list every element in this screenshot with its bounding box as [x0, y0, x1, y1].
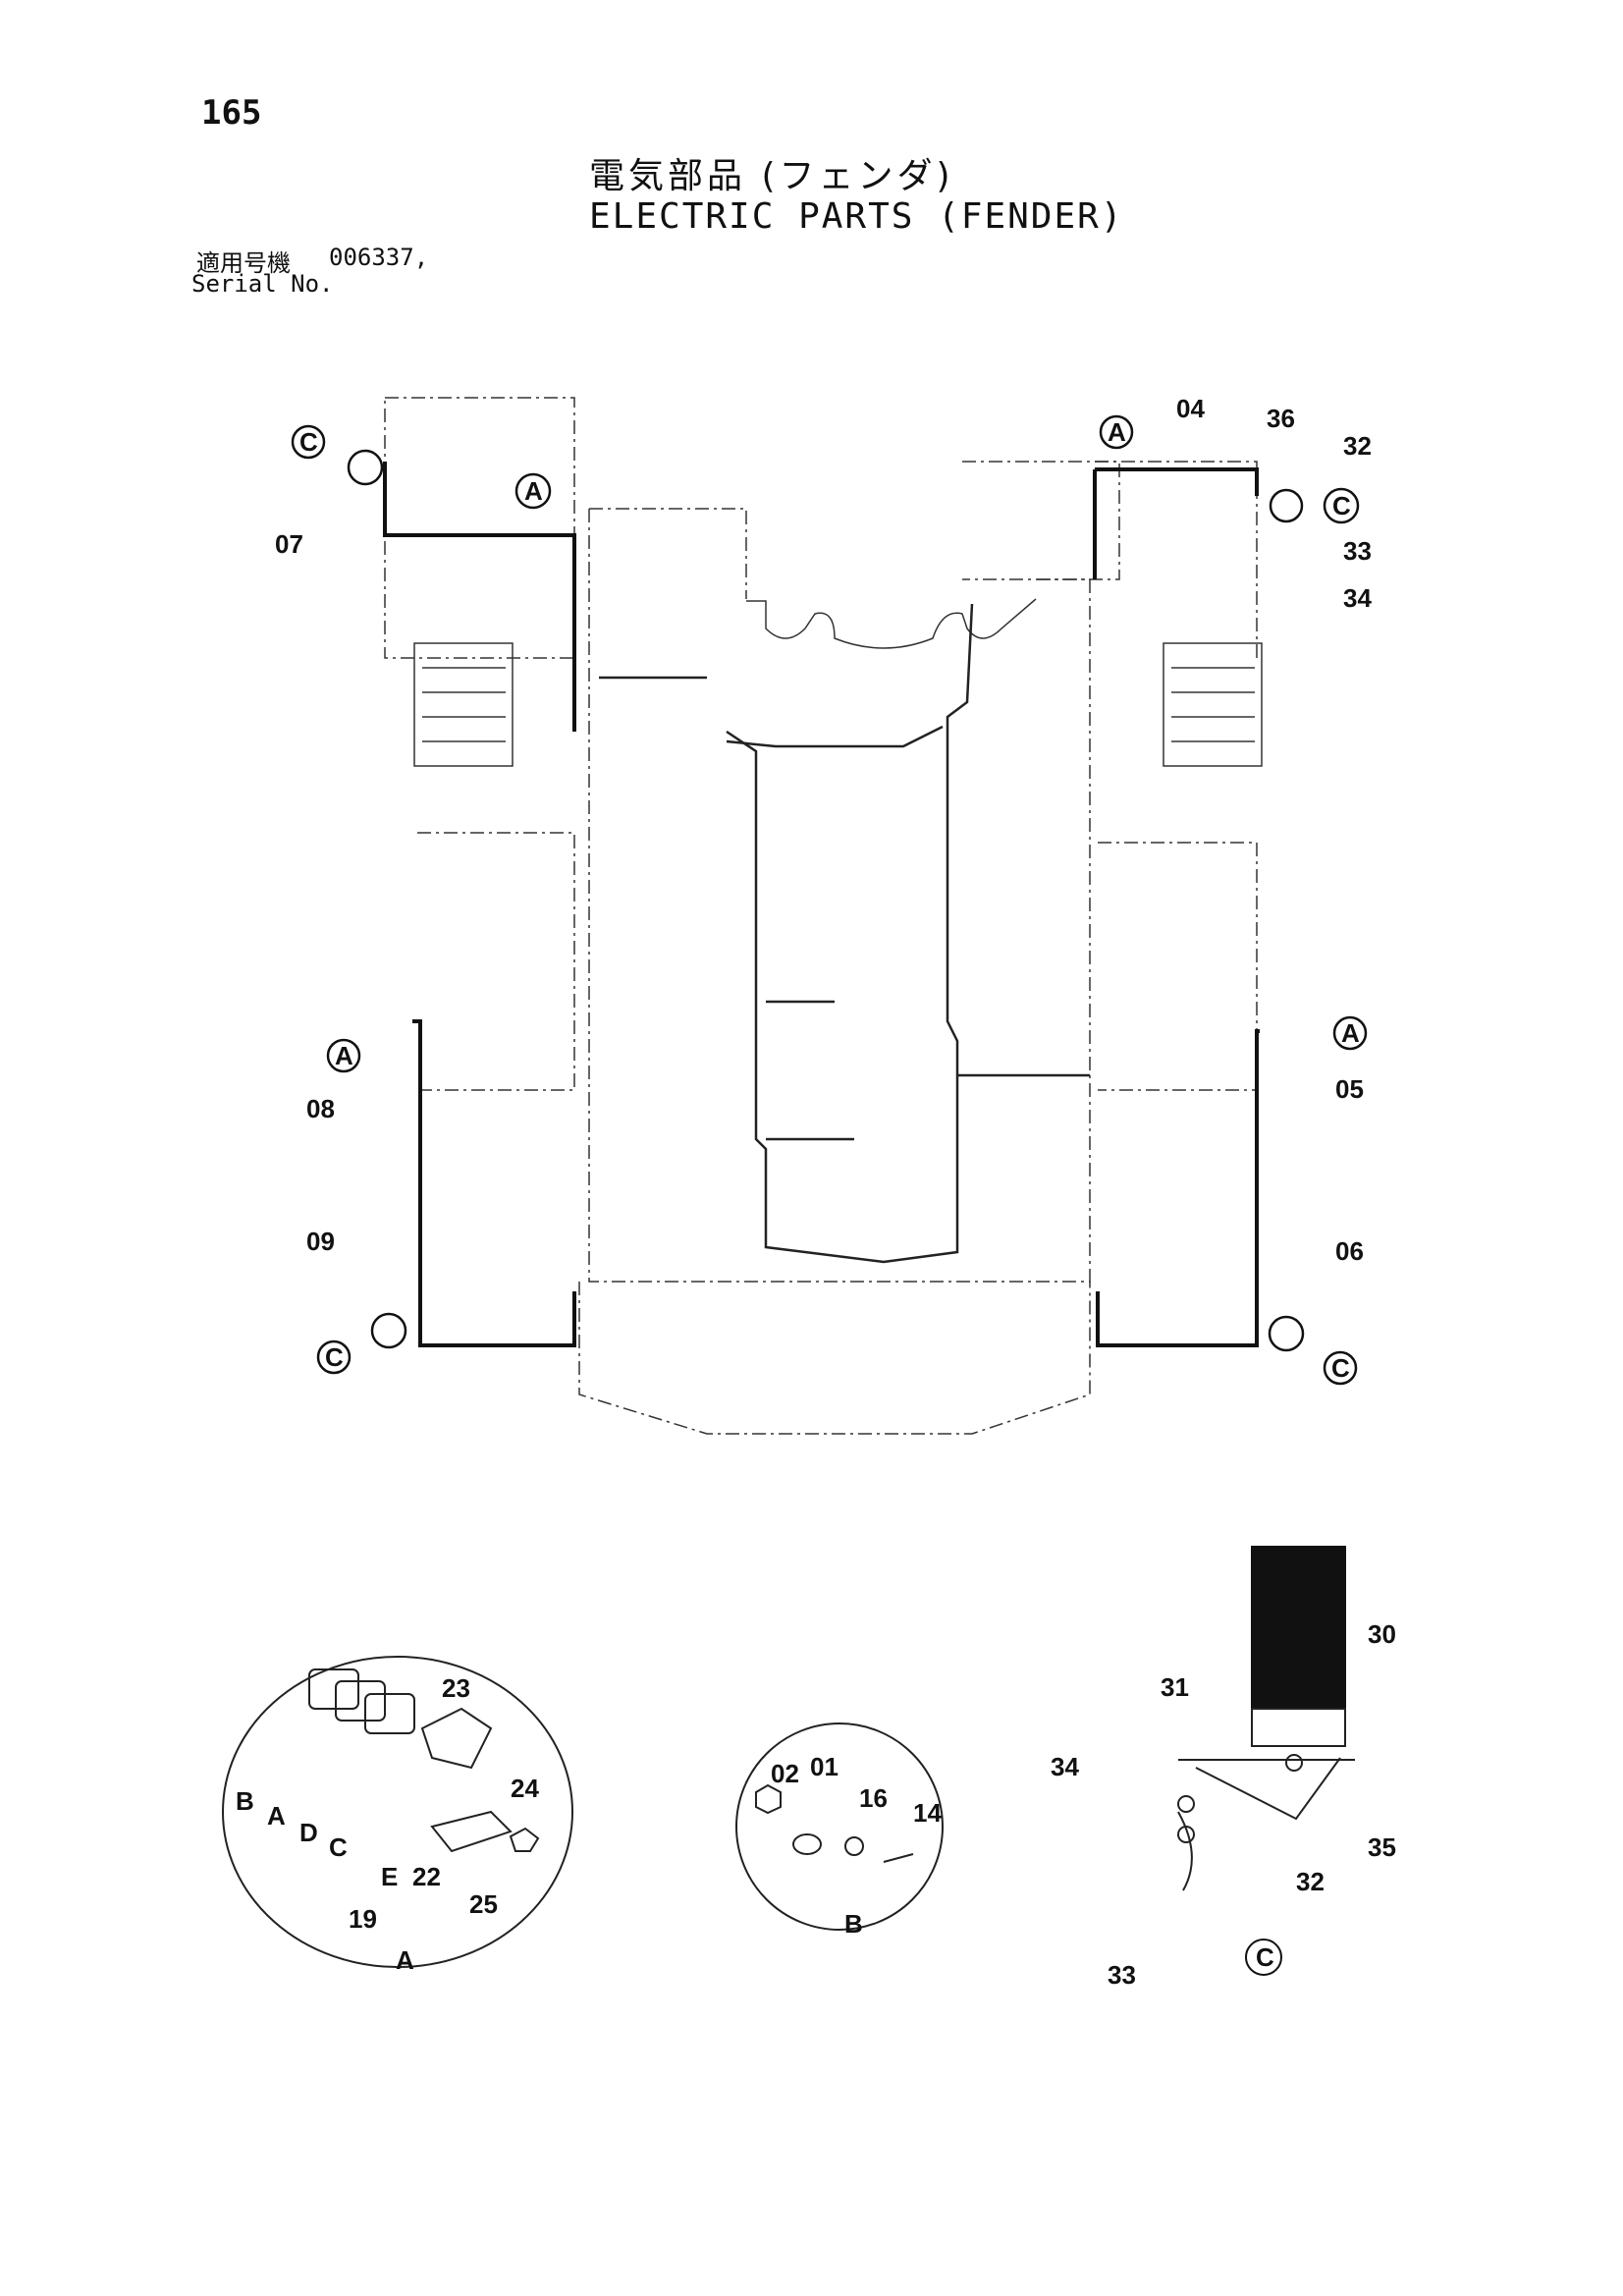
callout-c-bottom-right: C	[1331, 1353, 1350, 1383]
detail-a-label-19: 19	[349, 1904, 377, 1934]
part-label-04: 04	[1176, 394, 1205, 423]
detail-b-caption: B	[844, 1909, 863, 1939]
callout-c-top-right: C	[1332, 491, 1351, 520]
chassis-outline	[384, 397, 1258, 1435]
detail-b-label-02: 02	[771, 1759, 799, 1788]
detail-a-label-25: 25	[469, 1889, 498, 1919]
detail-a-letter-d: D	[299, 1818, 318, 1847]
left-step	[413, 642, 514, 767]
detail-c-label-34: 34	[1051, 1752, 1079, 1781]
detail-c-label-32: 32	[1296, 1867, 1325, 1896]
serial-label-japanese: 適用号機	[196, 249, 291, 277]
part-label-33: 33	[1343, 536, 1372, 566]
detail-c-drawing	[1177, 1546, 1355, 1891]
page-title-japanese: 電気部品 (フェンダ)	[589, 156, 954, 196]
detail-c-label-33: 33	[1108, 1960, 1136, 1990]
page-number: 165	[201, 93, 262, 133]
engine-contour	[746, 598, 1037, 649]
part-label-06: 06	[1335, 1236, 1364, 1266]
part-label-08: 08	[306, 1094, 335, 1123]
detail-a-letter-b: B	[236, 1786, 254, 1816]
part-label-32: 32	[1343, 431, 1372, 461]
detail-b-label-16: 16	[859, 1783, 888, 1813]
detail-c-label-35: 35	[1368, 1832, 1396, 1862]
part-label-05: 05	[1335, 1074, 1364, 1104]
callout-c-top-left: C	[299, 427, 318, 457]
detail-a-label-22: 22	[412, 1862, 441, 1891]
detail-a-letter-a: A	[267, 1801, 286, 1831]
right-step	[1163, 642, 1263, 767]
detail-a-letter-c: C	[329, 1832, 348, 1862]
detail-c-label-30: 30	[1368, 1619, 1396, 1649]
serial-number-value: 006337,	[329, 244, 429, 271]
part-label-09: 09	[306, 1227, 335, 1256]
detail-a-label-24: 24	[511, 1774, 539, 1803]
callout-a-top-right: A	[1108, 417, 1126, 447]
detail-c-caption: C	[1256, 1942, 1274, 1972]
part-label-07: 07	[275, 529, 303, 559]
detail-c-caption-circle	[1245, 1939, 1282, 1976]
callout-a-mid-left: A	[335, 1041, 353, 1070]
callout-a-mid-right: A	[1341, 1018, 1360, 1048]
detail-a-label-23: 23	[442, 1673, 470, 1703]
part-label-36: 36	[1267, 404, 1295, 433]
callout-markers	[291, 414, 1368, 1386]
callout-a-top-left: A	[524, 476, 543, 506]
detail-b-label-01: 01	[810, 1752, 839, 1781]
page-title-english: ELECTRIC PARTS (FENDER)	[589, 196, 1124, 237]
main-harness	[599, 603, 1090, 1264]
part-label-34: 34	[1343, 583, 1372, 613]
detail-a-caption: A	[396, 1945, 414, 1975]
detail-b-circle	[735, 1722, 944, 1931]
callout-c-bottom-left: C	[325, 1342, 344, 1372]
detail-a-letter-e: E	[381, 1862, 398, 1891]
fender-harnesses	[383, 462, 1260, 1347]
detail-a-circle	[222, 1656, 573, 1968]
serial-label-english: Serial No.	[191, 270, 334, 298]
detail-c-label-31: 31	[1161, 1672, 1189, 1702]
detail-b-label-14: 14	[913, 1798, 942, 1828]
